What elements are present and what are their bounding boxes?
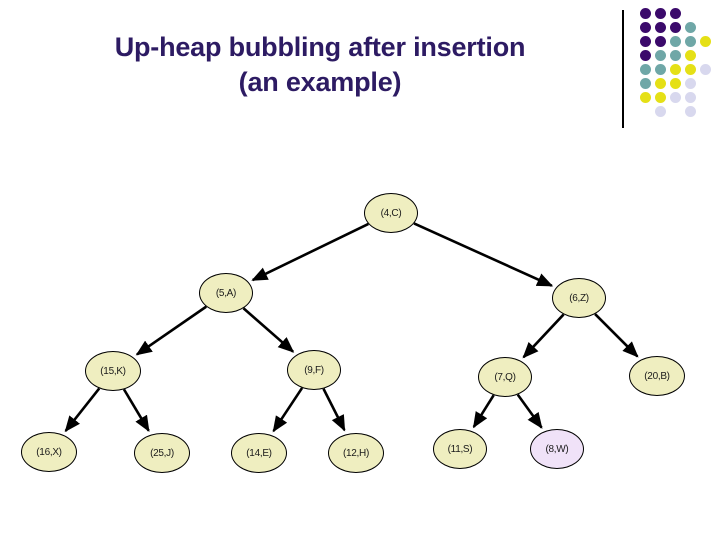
decorative-dot [655,106,666,117]
decorative-dot [685,106,696,117]
decorative-dot [670,64,681,75]
tree-node-label: (16,X) [36,446,62,458]
decorative-dot [640,22,651,33]
decorative-dot [685,50,696,61]
slide-title: Up-heap bubbling after insertion (an exa… [40,30,600,100]
tree-node-label: (11,S) [447,443,473,455]
tree-node-label: (8,W) [545,443,569,455]
tree-edge-group [64,222,639,433]
decorative-dot [700,64,711,75]
tree-edge [322,388,346,432]
tree-node[interactable]: (7,Q) [478,357,532,397]
tree-node-label: (14,E) [246,447,272,459]
tree-node[interactable]: (12,H) [328,433,384,473]
decorative-dot [685,64,696,75]
tree-node[interactable]: (8,W) [530,429,584,469]
decorative-dot [655,64,666,75]
decorative-dot [670,36,681,47]
decorative-divider-line [622,10,624,128]
decorative-dot [685,92,696,103]
decorative-dot [655,36,666,47]
decorative-dot [685,36,696,47]
tree-edge [64,387,101,433]
tree-edge [472,394,495,429]
tree-edge [594,313,639,358]
tree-edge [522,313,565,359]
decorative-dot [685,78,696,89]
tree-node[interactable]: (25,J) [134,433,190,473]
decorative-dot [670,78,681,89]
tree-edge [272,387,304,433]
decorative-dot [640,92,651,103]
tree-node[interactable]: (5,A) [199,273,253,313]
title-line-2: (an example) [238,67,402,97]
decorative-dot [655,50,666,61]
decorative-dot [640,64,651,75]
tree-edge [242,307,295,353]
tree-node-label: (15,K) [100,365,126,377]
tree-edge [135,305,207,356]
tree-node[interactable]: (20,B) [629,356,685,396]
decorative-dot [640,50,651,61]
tree-node[interactable]: (15,K) [85,351,141,391]
decorative-dot [670,8,681,19]
tree-node-label: (12,H) [343,447,369,459]
tree-node[interactable]: (4,C) [364,193,418,233]
tree-node-label: (9,F) [304,364,324,376]
tree-node-label: (6,Z) [569,292,589,304]
decorative-dot [700,36,711,47]
tree-node-label: (20,B) [644,370,670,382]
tree-edge [516,393,543,429]
tree-node-label: (4,C) [380,207,402,219]
tree-node[interactable]: (9,F) [287,350,341,390]
decorative-dot [655,92,666,103]
decorative-dot [670,22,681,33]
tree-node-label: (25,J) [150,447,174,459]
decorative-dot [670,92,681,103]
decorative-dot [670,50,681,61]
tree-edge [122,388,150,432]
decorative-dot [655,8,666,19]
tree-edge [413,222,554,287]
decorative-dot [640,36,651,47]
decorative-dot [640,8,651,19]
decorative-dot [640,78,651,89]
tree-node[interactable]: (11,S) [433,429,487,469]
decorative-dot [655,78,666,89]
tree-node[interactable]: (16,X) [21,432,77,472]
tree-node[interactable]: (14,E) [231,433,287,473]
decorative-dot [685,22,696,33]
tree-edge [251,222,369,282]
tree-node[interactable]: (6,Z) [552,278,606,318]
decorative-dot-grid [640,8,716,124]
title-line-1: Up-heap bubbling after insertion [114,32,526,62]
tree-node-label: (5,A) [215,287,237,299]
tree-node-label: (7,Q) [494,371,516,383]
decorative-dot [655,22,666,33]
